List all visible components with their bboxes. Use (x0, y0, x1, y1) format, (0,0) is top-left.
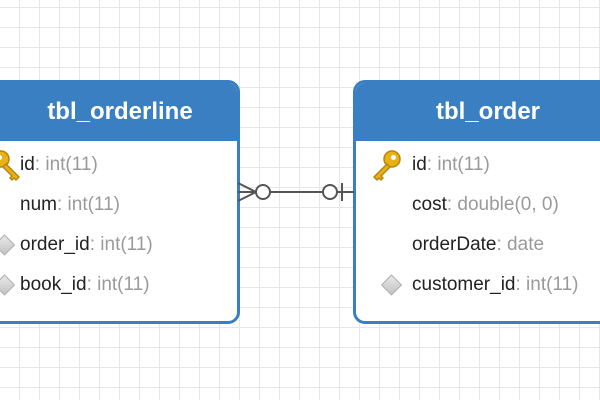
column-row-customer-id[interactable]: customer_id : int(11) (356, 265, 600, 305)
column-type: : int(11) (515, 274, 579, 295)
column-row-id[interactable]: id : int(11) (0, 145, 237, 185)
column-row-num[interactable]: num : int(11) (0, 185, 237, 225)
column-name: id (412, 154, 427, 175)
relationship-connector[interactable] (236, 176, 356, 208)
column-row-id[interactable]: id : int(11) (356, 145, 600, 185)
key-icon (0, 150, 20, 181)
column-row-orderdate[interactable]: orderDate : date (356, 225, 600, 265)
table-title: tbl_order (435, 98, 540, 125)
table-tbl-order[interactable]: tbl_order id : int(11) cost : double(0, … (353, 80, 600, 324)
diamond-icon (0, 234, 16, 256)
column-row-cost[interactable]: cost : double(0, 0) (356, 185, 600, 225)
column-type: : int(11) (426, 154, 490, 175)
column-type: : int(11) (86, 274, 150, 295)
column-type: : double(0, 0) (446, 194, 559, 215)
table-header[interactable]: tbl_order (356, 83, 600, 141)
column-row-order-id[interactable]: order_id : int(11) (0, 225, 237, 265)
crows-foot-icon (237, 182, 271, 202)
column-name: id (20, 154, 35, 175)
column-name: order_id (20, 234, 90, 255)
column-name: book_id (20, 274, 87, 295)
column-type: : int(11) (89, 234, 153, 255)
diamond-icon (0, 274, 16, 296)
column-name: orderDate (412, 234, 497, 255)
table-tbl-orderline[interactable]: tbl_orderline id : int(11) num : int(11)… (0, 80, 240, 324)
zero-or-one-icon (322, 183, 343, 201)
column-name: num (20, 194, 57, 215)
key-icon (373, 150, 401, 181)
column-name: customer_id (412, 274, 516, 295)
table-title: tbl_orderline (47, 98, 193, 125)
diamond-icon (380, 274, 403, 296)
column-list: id : int(11) cost : double(0, 0) orderDa… (356, 141, 600, 305)
column-type: : int(11) (34, 154, 98, 175)
column-type: : int(11) (56, 194, 120, 215)
column-row-book-id[interactable]: book_id : int(11) (0, 265, 237, 305)
column-type: : date (496, 234, 545, 255)
column-list: id : int(11) num : int(11) order_id : in… (0, 141, 237, 305)
table-header[interactable]: tbl_orderline (0, 83, 237, 141)
column-name: cost (412, 194, 447, 215)
